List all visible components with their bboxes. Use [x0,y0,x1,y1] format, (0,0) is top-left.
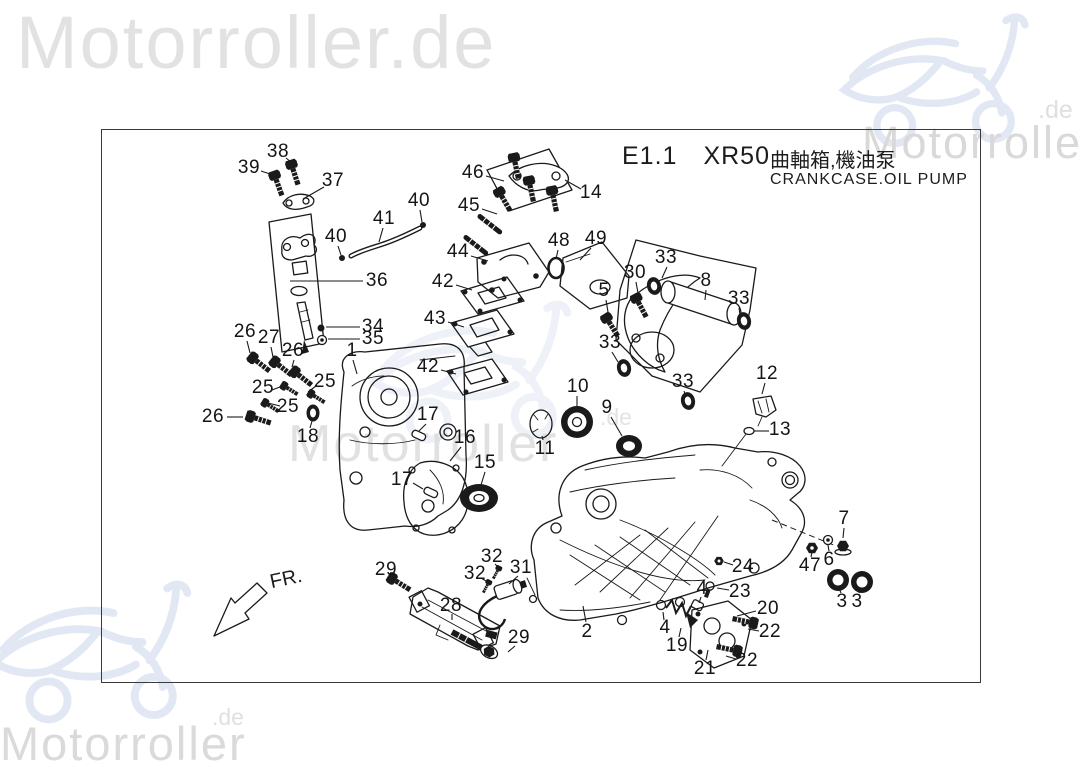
part-label-43: 43 [423,308,447,329]
part-label-1: 1 [346,340,358,361]
brand-watermark-bottom-left: Motorroller [0,717,247,768]
part-label-22: 22 [735,650,759,671]
front-direction-arrow [213,582,268,637]
cam-arm-drawing [461,148,573,257]
part-label-4: 4 [659,617,671,638]
part-label-9: 9 [601,397,613,418]
part-label-21: 21 [693,658,717,679]
part-label-25: 25 [251,377,275,398]
diagram-code-title: E1.1 XR50 [622,142,796,171]
part-label-20: 20 [756,598,780,619]
part-label-38: 38 [266,141,290,162]
crankcase-right-drawing [530,443,837,626]
part-label-6: 6 [823,549,835,570]
part-label-48: 48 [547,230,571,251]
oil-pump-drawing [266,157,426,354]
part-label-37: 37 [321,170,345,191]
part-label-10: 10 [566,376,590,397]
part-label-4: 4 [696,578,708,599]
part-label-49: 49 [584,228,608,249]
part-label-5: 5 [598,280,610,301]
diagram-title-english: CRANKCASE.OIL PUMP [770,171,968,188]
part-label-33: 33 [727,288,751,309]
part-label-42: 42 [416,356,440,377]
part-label-26: 26 [281,340,305,361]
part-label-41: 41 [372,208,396,229]
diagram-model: XR50 [703,142,770,170]
part-label-32: 32 [463,563,487,584]
part-label-13: 13 [768,419,792,440]
brand-watermark-top-right: Motorroller [862,117,1085,168]
diagram-frame [101,129,981,683]
part-label-26: 26 [201,406,225,427]
part-label-29: 29 [374,559,398,580]
part-label-40: 40 [324,226,348,247]
part-label-33: 33 [598,332,622,353]
part-label-16: 16 [453,427,477,448]
part-label-35: 35 [361,328,385,349]
left-bolt-cluster-drawing [243,349,328,430]
part-label-15: 15 [473,452,497,473]
part-label-8: 8 [700,270,712,291]
part-label-23: 23 [728,581,752,602]
oil-plug-drawing [721,395,777,467]
engine-bracket-drawing [598,239,757,412]
part-label-26: 26 [233,321,257,342]
intake-joint-drawing [547,241,630,310]
part-label-33: 33 [654,247,678,268]
part-label-36: 36 [365,270,389,291]
cover-spring-drawing [655,597,760,669]
part-label-30: 30 [623,262,647,283]
brand-suffix-watermark: .de [212,704,244,730]
part-label-22: 22 [758,621,782,642]
part-label-18: 18 [296,426,320,447]
part-label-27: 27 [257,327,281,348]
part-label-47: 47 [798,555,822,576]
part-label-7: 7 [838,508,850,529]
part-label-17: 17 [416,404,440,425]
part-label-28: 28 [439,595,463,616]
part-label-45: 45 [457,195,481,216]
diagram-code: E1.1 [622,142,678,170]
part-label-12: 12 [755,363,779,384]
oil-separator-plates-drawing [446,242,550,396]
part-label-3: 3 [851,591,863,612]
part-label-25: 25 [313,371,337,392]
part-label-11: 11 [534,438,556,459]
crankcase-left-drawing [338,343,468,531]
part-label-33: 33 [671,371,695,392]
diagram-title-chinese: 曲軸箱,機油泵 [770,150,896,172]
part-label-40: 40 [407,190,431,211]
bearings-drawing [460,406,642,512]
part-label-44: 44 [446,241,470,262]
part-label-42: 42 [431,271,455,292]
part-label-2: 2 [581,621,593,642]
part-label-3: 3 [836,591,848,612]
part-label-34: 34 [361,316,385,337]
part-label-14: 14 [579,182,603,203]
part-label-29: 29 [507,627,531,648]
motorroller-logo-watermark: Motorroller.de [16,1,497,84]
part-label-17: 17 [390,469,414,490]
leader-lines [227,157,862,661]
part-label-24: 24 [731,556,755,577]
right-fasteners-drawing [704,534,873,598]
part-label-31: 31 [509,557,533,578]
bottom-bracket-drawing [384,564,538,660]
brand-watermark-center: Motorroller [288,415,559,473]
brand-suffix-watermark: .de [600,404,632,430]
part-label-25: 25 [276,396,300,417]
part-label-19: 19 [665,635,689,656]
part-label-32: 32 [480,546,504,567]
part-label-39: 39 [237,157,261,178]
brand-suffix-watermark: .de [1038,96,1073,124]
gasket-drawing [402,460,470,536]
part-label-46: 46 [461,162,485,183]
